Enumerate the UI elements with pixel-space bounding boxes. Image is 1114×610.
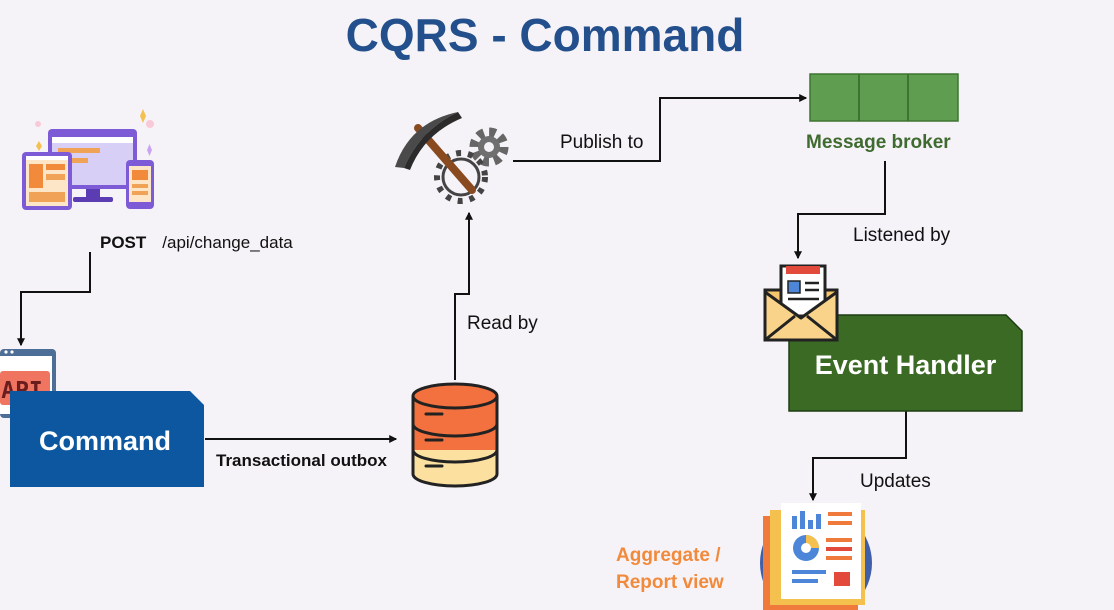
aggregate-label-line1: Aggregate / <box>616 545 721 566</box>
event-handler-box <box>788 314 1023 412</box>
report-icon <box>760 503 872 610</box>
arrow-listened-by <box>794 161 886 260</box>
message-broker-label: Message broker <box>806 132 951 153</box>
pickaxe-gear-icon <box>395 112 509 204</box>
request-label: POST/api/change_data <box>100 234 293 251</box>
listened-by-label: Listened by <box>853 225 951 246</box>
database-icon <box>411 382 499 488</box>
web-app-icon <box>22 109 154 210</box>
command-label: Command <box>38 426 171 456</box>
request-method: POST <box>100 233 147 252</box>
message-broker-queue-icon <box>809 73 959 122</box>
arrow-publish-to <box>513 94 808 162</box>
event-handler-label: Event Handler <box>814 350 997 380</box>
updates-label: Updates <box>860 471 931 492</box>
newsletter-envelope-icon <box>763 264 839 342</box>
aggregate-label-line2: Report view <box>616 572 724 593</box>
read-by-label: Read by <box>467 313 538 334</box>
publish-to-label: Publish to <box>560 132 644 153</box>
arrow-client-to-api <box>17 252 91 347</box>
transactional-outbox-label: Transactional outbox <box>216 451 387 470</box>
arrow-read-by <box>454 211 473 380</box>
request-path: /api/change_data <box>162 233 293 252</box>
command-box <box>10 391 204 487</box>
diagram-title: CQRS - Command <box>345 9 745 61</box>
arrow-updates <box>809 411 907 502</box>
